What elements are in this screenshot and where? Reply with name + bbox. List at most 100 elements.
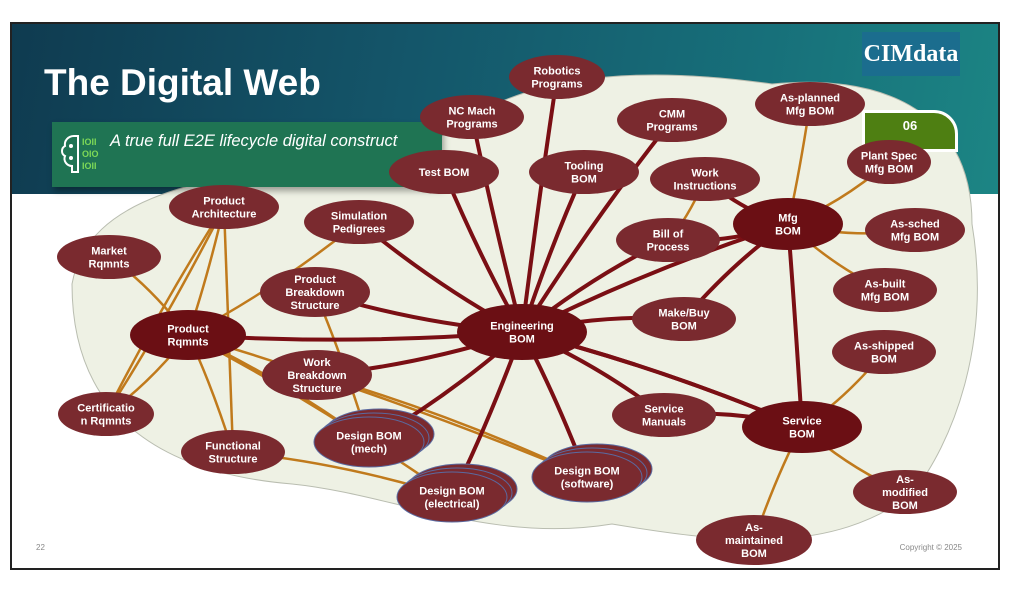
node-ellipse [509,55,605,99]
node-label-line: CMM [659,109,685,121]
node-ellipse [853,470,957,514]
node-label-line: Simulation [331,211,388,223]
binary-line: IOII [82,161,97,171]
node-label-line: Plant Spec [861,151,917,163]
node-label: Design BOM(software) [554,466,619,491]
node-label-line: Certificatio [77,403,135,415]
node-label-line: Breakdown [285,287,345,299]
node-label-line: Service [782,416,821,428]
node-label-line: BOM [671,321,697,333]
subtitle-banner: IOII OIO IOII A true full E2E lifecycle … [52,122,442,187]
node-label-line: Market [91,246,127,258]
node-ellipse [865,208,965,252]
node-label-line: Programs [531,79,582,91]
node-ellipse [833,268,937,312]
node-label-line: Bill of [653,229,684,241]
node-ellipse [617,98,727,142]
node-label-line: Process [647,242,690,254]
node-label-line: Test BOM [419,167,470,179]
node-ellipse [169,185,279,229]
node-label-line: Functional [205,441,261,453]
node-label-line: (software) [561,479,614,491]
node-label-line: Structure [291,300,340,312]
node-label-line: (electrical) [424,499,479,511]
binary-line: IOII [82,137,97,147]
node-label-line: BOM [789,429,815,441]
node-label-line: As-planned [780,93,840,105]
node-ellipse [529,150,639,194]
node-ellipse [420,95,524,139]
node-ellipse [58,392,154,436]
node-label: Test BOM [419,167,470,179]
node-ellipse [260,267,370,317]
node-label-line: As-shipped [854,341,914,353]
node-label-line: Work [691,168,719,180]
node-label-line: BOM [741,548,767,560]
node-dbelec: Design BOM(electrical) [396,463,518,523]
node-label-line: Design BOM [419,486,484,498]
node-ellipse [650,157,760,201]
node-label-line: NC Mach [448,106,495,118]
brain-circuit-icon: IOII OIO IOII [61,135,99,173]
node-label-line: Make/Buy [658,308,710,320]
node-label-line: BOM [871,354,897,366]
node-ellipse [57,235,161,279]
node-ellipse [742,401,862,453]
node-label-line: (mech) [351,444,387,456]
node-ellipse [313,416,425,468]
node-ellipse [755,82,865,126]
connector-light [187,333,588,479]
node-label-line: Structure [293,383,342,395]
node-ellipse [832,330,936,374]
connector-light [104,206,226,415]
node-label-line: Engineering [490,321,554,333]
node-ellipse [531,451,643,503]
node-label-line: Mfg [778,213,798,225]
node-label-line: Product [294,274,336,286]
slide: The Digital Web CIMdata IOII OIO IOII A … [10,22,1000,570]
node-ellipse [632,297,736,341]
subtitle-text: A true full E2E lifecycle digital constr… [110,132,398,150]
node-dbsoft: Design BOM(software) [531,443,653,503]
node-ellipse [389,150,499,194]
node-label-line: BOM [571,174,597,186]
node-ellipse [733,198,843,250]
node-ellipse [262,350,372,400]
node-label-line: Mfg BOM [861,292,909,304]
